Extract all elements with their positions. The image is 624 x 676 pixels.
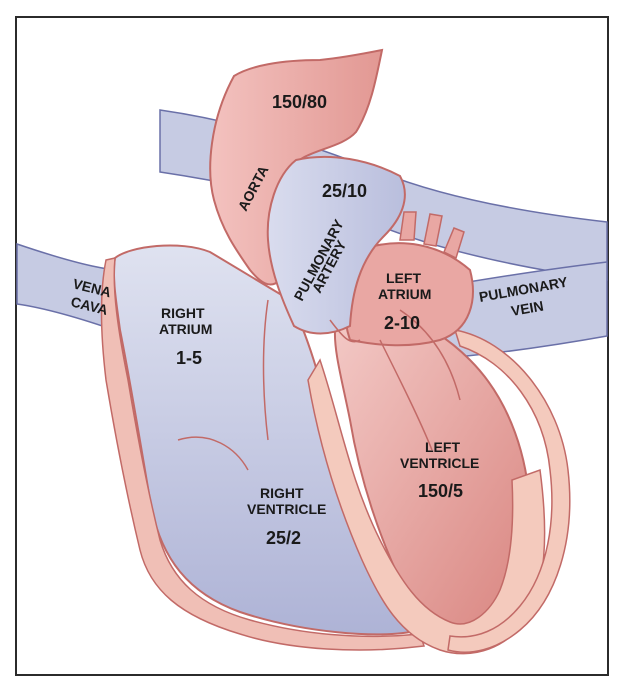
left-ventricle-label-line2: VENTRICLE <box>400 455 479 471</box>
right-ventricle-label-line2: VENTRICLE <box>247 501 326 517</box>
left-atrium-label-line2: ATRIUM <box>378 286 431 302</box>
right-atrium-label-line2: ATRIUM <box>159 321 212 337</box>
right-ventricle-label-line1: RIGHT <box>260 485 304 501</box>
pulmonary-artery-pressure: 25/10 <box>322 181 367 201</box>
right-atrium-pressure: 1-5 <box>176 348 202 368</box>
right-atrium-label-line1: RIGHT <box>161 305 205 321</box>
left-ventricle-pressure: 150/5 <box>418 481 463 501</box>
aorta-pressure: 150/80 <box>272 92 327 112</box>
left-ventricle-label-line1: LEFT <box>425 439 460 455</box>
right-ventricle-pressure: 25/2 <box>266 528 301 548</box>
heart-diagram: 150/80 AORTA 25/10 PULMONARY ARTERY VENA… <box>0 0 624 661</box>
left-atrium-pressure: 2-10 <box>384 313 420 333</box>
left-atrium-label-line1: LEFT <box>386 270 421 286</box>
